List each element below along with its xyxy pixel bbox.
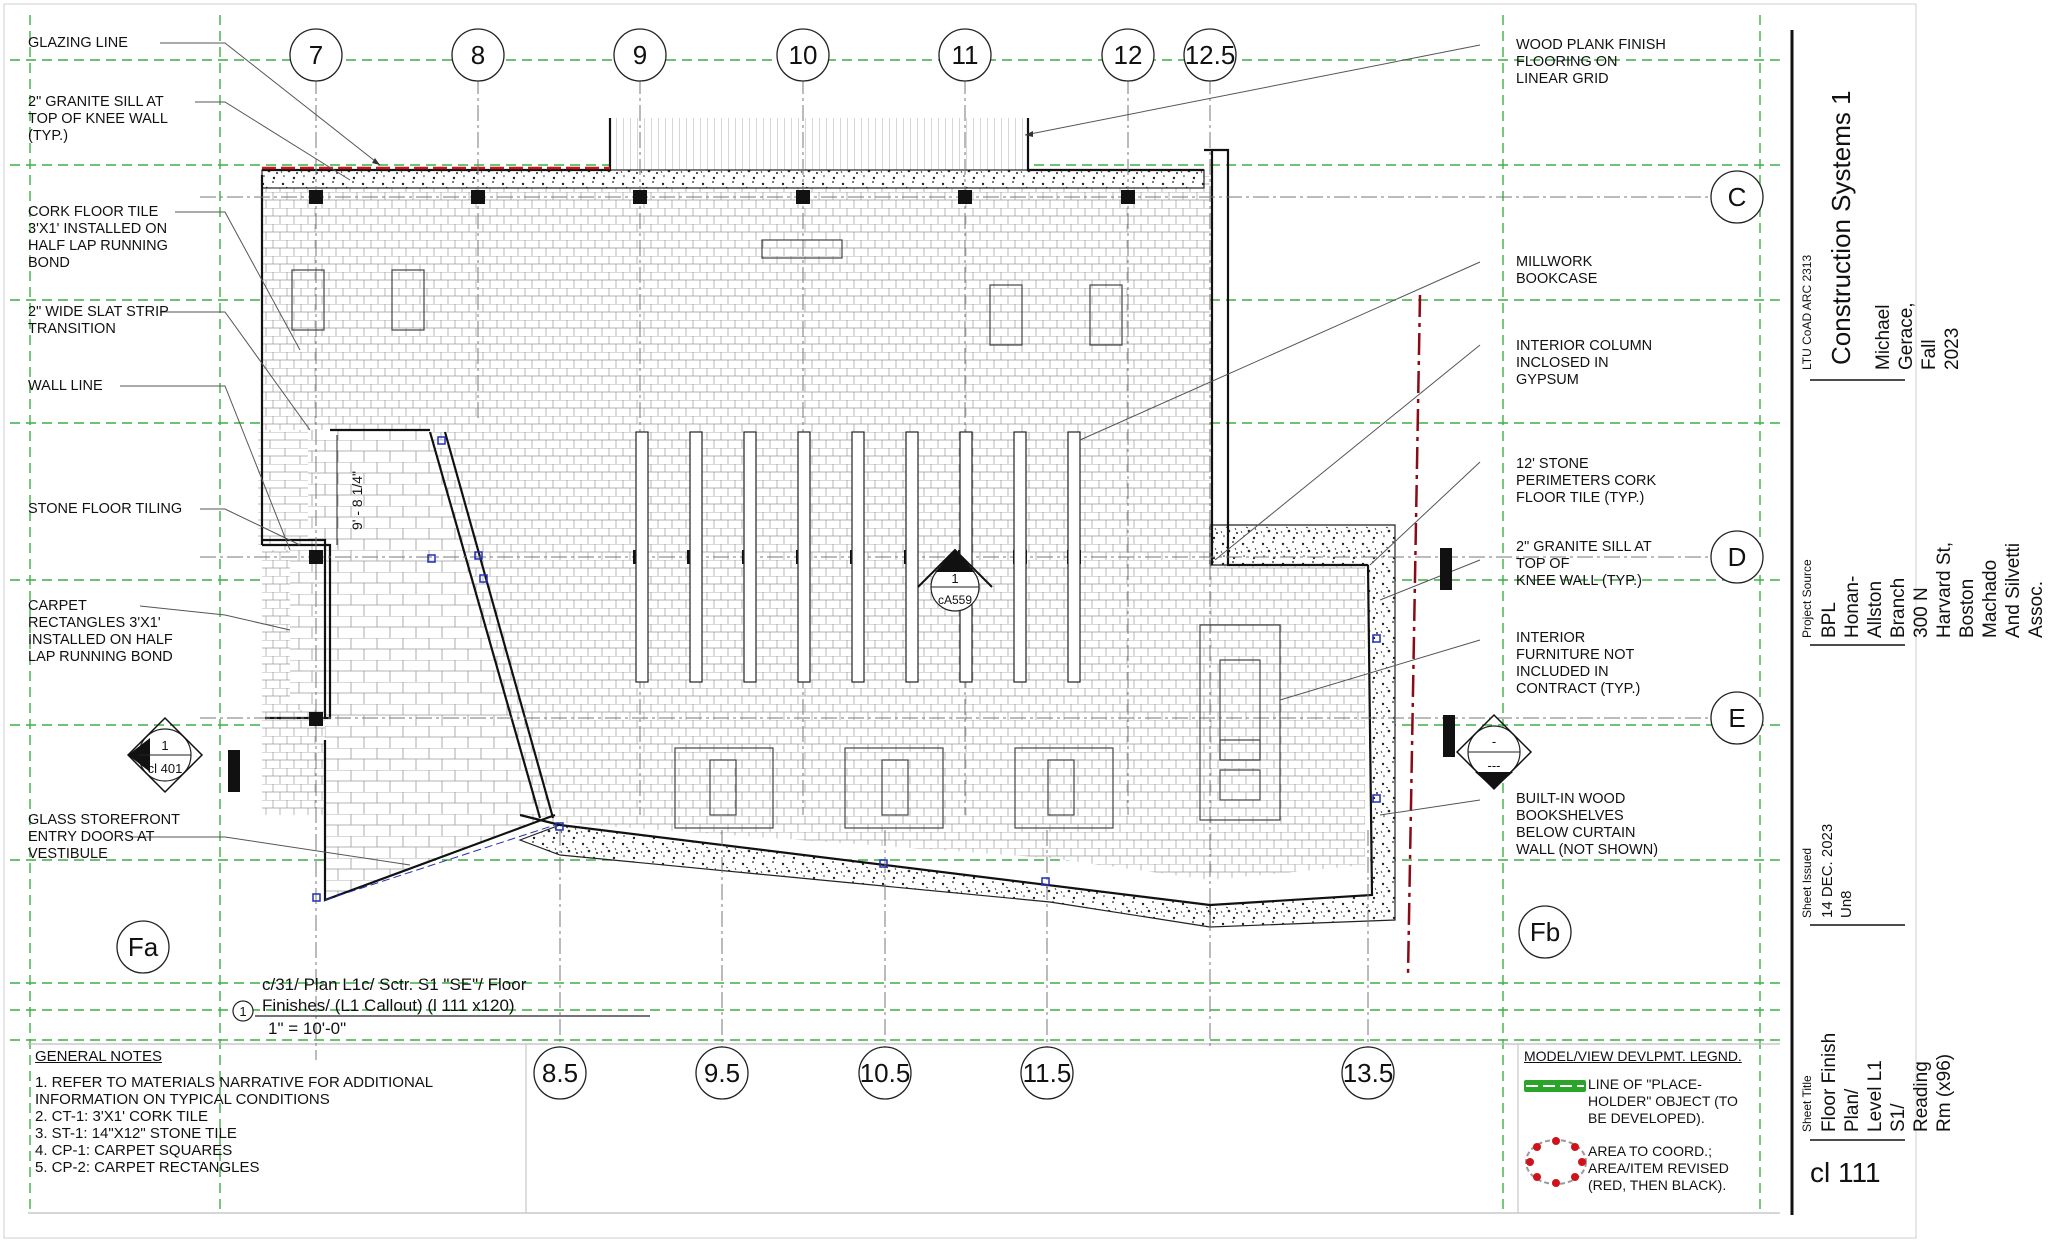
title-block-sheet-title-label: Sheet Title xyxy=(1800,1075,1814,1132)
grid-bubble-fa: Fa xyxy=(128,932,159,962)
callout-stone-floor: STONE FLOOR TILING xyxy=(28,501,183,517)
legend-revision-text: AREA TO COORD.; AREA/ITEM REVISED (RED, … xyxy=(1588,1143,1729,1193)
grid-bubble-7: 7 xyxy=(309,40,323,70)
grid-bubble-d: D xyxy=(1728,542,1747,572)
view-title-scale: 1" = 10'-0" xyxy=(268,1019,347,1038)
title-block-sheet-issued-label: Sheet Issued xyxy=(1800,847,1814,918)
title-block-sheet-issued: 14 DEC. 2023 Un8 xyxy=(1819,823,1855,918)
title-block-project-source-label: Project Source xyxy=(1800,559,1814,638)
callout-granite-sill-left: 2" GRANITE SILL AT TOP OF KNEE WALL (TYP… xyxy=(28,94,168,144)
grid-bubble-12: 12 xyxy=(1114,40,1143,70)
grid-bubble-10-5: 10.5 xyxy=(860,1058,911,1088)
legend-title: MODEL/VIEW DEVLPMT. LEGND. xyxy=(1524,1048,1742,1064)
title-block-sheet-number: cl 111 xyxy=(1810,1157,1881,1188)
callout-carpet-rectangles: CARPET RECTANGLES 3'X1' INSTALLED ON HAL… xyxy=(28,598,173,665)
callout-interior-column: INTERIOR COLUMN INCLOSED IN GYPSUM xyxy=(1516,338,1653,388)
grid-bubble-10: 10 xyxy=(789,40,818,70)
revision-cloud-symbol xyxy=(1525,1137,1587,1187)
elevation-right-sheet: --- xyxy=(1488,758,1501,773)
title-block-sheet-title: Floor Finish Plan/ Level L1 S1/ Reading … xyxy=(1819,1032,1955,1132)
view-title-line2: Finishes/ (L1 Callout) (l 111 x120) xyxy=(262,996,515,1015)
general-note-1: 1. REFER TO MATERIALS NARRATIVE FOR ADDI… xyxy=(35,1074,434,1108)
section-marker-sheet: cA559 xyxy=(938,593,972,607)
callout-granite-sill-right: 2" GRANITE SILL AT TOP OF KNEE WALL (TYP… xyxy=(1516,539,1652,589)
grid-bubble-8: 8 xyxy=(471,40,485,70)
grid-bubble-fb: Fb xyxy=(1530,917,1560,947)
elevation-right-number: - xyxy=(1492,734,1496,749)
wood-plank-area xyxy=(610,118,1028,176)
grid-bubble-9-5: 9.5 xyxy=(704,1058,740,1088)
grid-bubble-11: 11 xyxy=(952,40,979,70)
general-note-5: 5. CP-2: CARPET RECTANGLES xyxy=(35,1159,260,1176)
cork-floor-area xyxy=(262,175,1365,880)
elevation-left-number: 1 xyxy=(161,738,168,753)
section-marker-number: 1 xyxy=(951,571,958,586)
title-block-project-source: BPL Honan-Allston Branch 300 N Harvard S… xyxy=(1819,541,2047,638)
elevation-left-sheet: cl 401 xyxy=(148,761,183,776)
general-note-3: 3. ST-1: 14"X12" STONE TILE xyxy=(35,1125,237,1142)
stone-floor-area xyxy=(290,430,540,900)
dimension-label: 9' - 8 1/4" xyxy=(349,471,365,530)
title-block-author: Michael Gerace, Fall 2023 xyxy=(1873,302,1963,370)
callout-cork-floor-tile: CORK FLOOR TILE 3'X1' INSTALLED ON HALF … xyxy=(28,204,168,271)
grid-bubble-e: E xyxy=(1728,703,1745,733)
callout-millwork-bookcase: MILLWORK BOOKCASE xyxy=(1516,254,1598,287)
placeholder-line-symbol xyxy=(1524,1080,1586,1092)
general-notes-title: GENERAL NOTES xyxy=(35,1048,162,1065)
grid-bubble-11-5: 11.5 xyxy=(1023,1058,1072,1088)
callout-slat-strip: 2" WIDE SLAT STRIP TRANSITION xyxy=(28,304,169,337)
title-block-class-name: Construction Systems 1 xyxy=(1826,90,1856,365)
general-note-2: 2. CT-1: 3'X1' CORK TILE xyxy=(35,1108,209,1125)
callout-stone-perimeters: 12' STONE PERIMETERS CORK FLOOR TILE (TY… xyxy=(1516,456,1657,506)
grid-bubble-13-5: 13.5 xyxy=(1343,1058,1394,1088)
view-title-number: 1 xyxy=(239,1004,246,1019)
grid-bubble-12-5: 12.5 xyxy=(1185,40,1236,70)
callout-wall-line: WALL LINE xyxy=(28,378,103,394)
callout-interior-furniture: INTERIOR FURNITURE NOT INCLUDED IN CONTR… xyxy=(1516,630,1641,697)
floor-plan-sheet: 7 8 9 10 11 12 12.5 8.5 9.5 10.5 11.5 13… xyxy=(3,3,1917,1239)
callout-wood-plank: WOOD PLANK FINISH FLOORING ON LINEAR GRI… xyxy=(1516,37,1666,87)
legend-placeholder-text: LINE OF "PLACE- HOLDER" OBJECT (TO BE DE… xyxy=(1588,1076,1738,1126)
grid-bubble-c: C xyxy=(1728,182,1747,212)
title-block-course: LTU CoAD ARC 2313 xyxy=(1800,254,1814,370)
callout-glass-storefront: GLASS STOREFRONT ENTRY DOORS AT VESTIBUL… xyxy=(28,812,181,862)
view-title-line1: c/31/ Plan L1c/ Sctr. S1 "SE"/ Floor xyxy=(262,975,527,994)
grid-bubble-8-5: 8.5 xyxy=(542,1058,578,1088)
callout-glazing-line: GLAZING LINE xyxy=(28,35,128,51)
callout-built-in-bookshelves: BUILT-IN WOOD BOOKSHELVES BELOW CURTAIN … xyxy=(1516,791,1659,858)
general-note-4: 4. CP-1: CARPET SQUARES xyxy=(35,1142,233,1159)
grid-bubble-9: 9 xyxy=(633,40,647,70)
